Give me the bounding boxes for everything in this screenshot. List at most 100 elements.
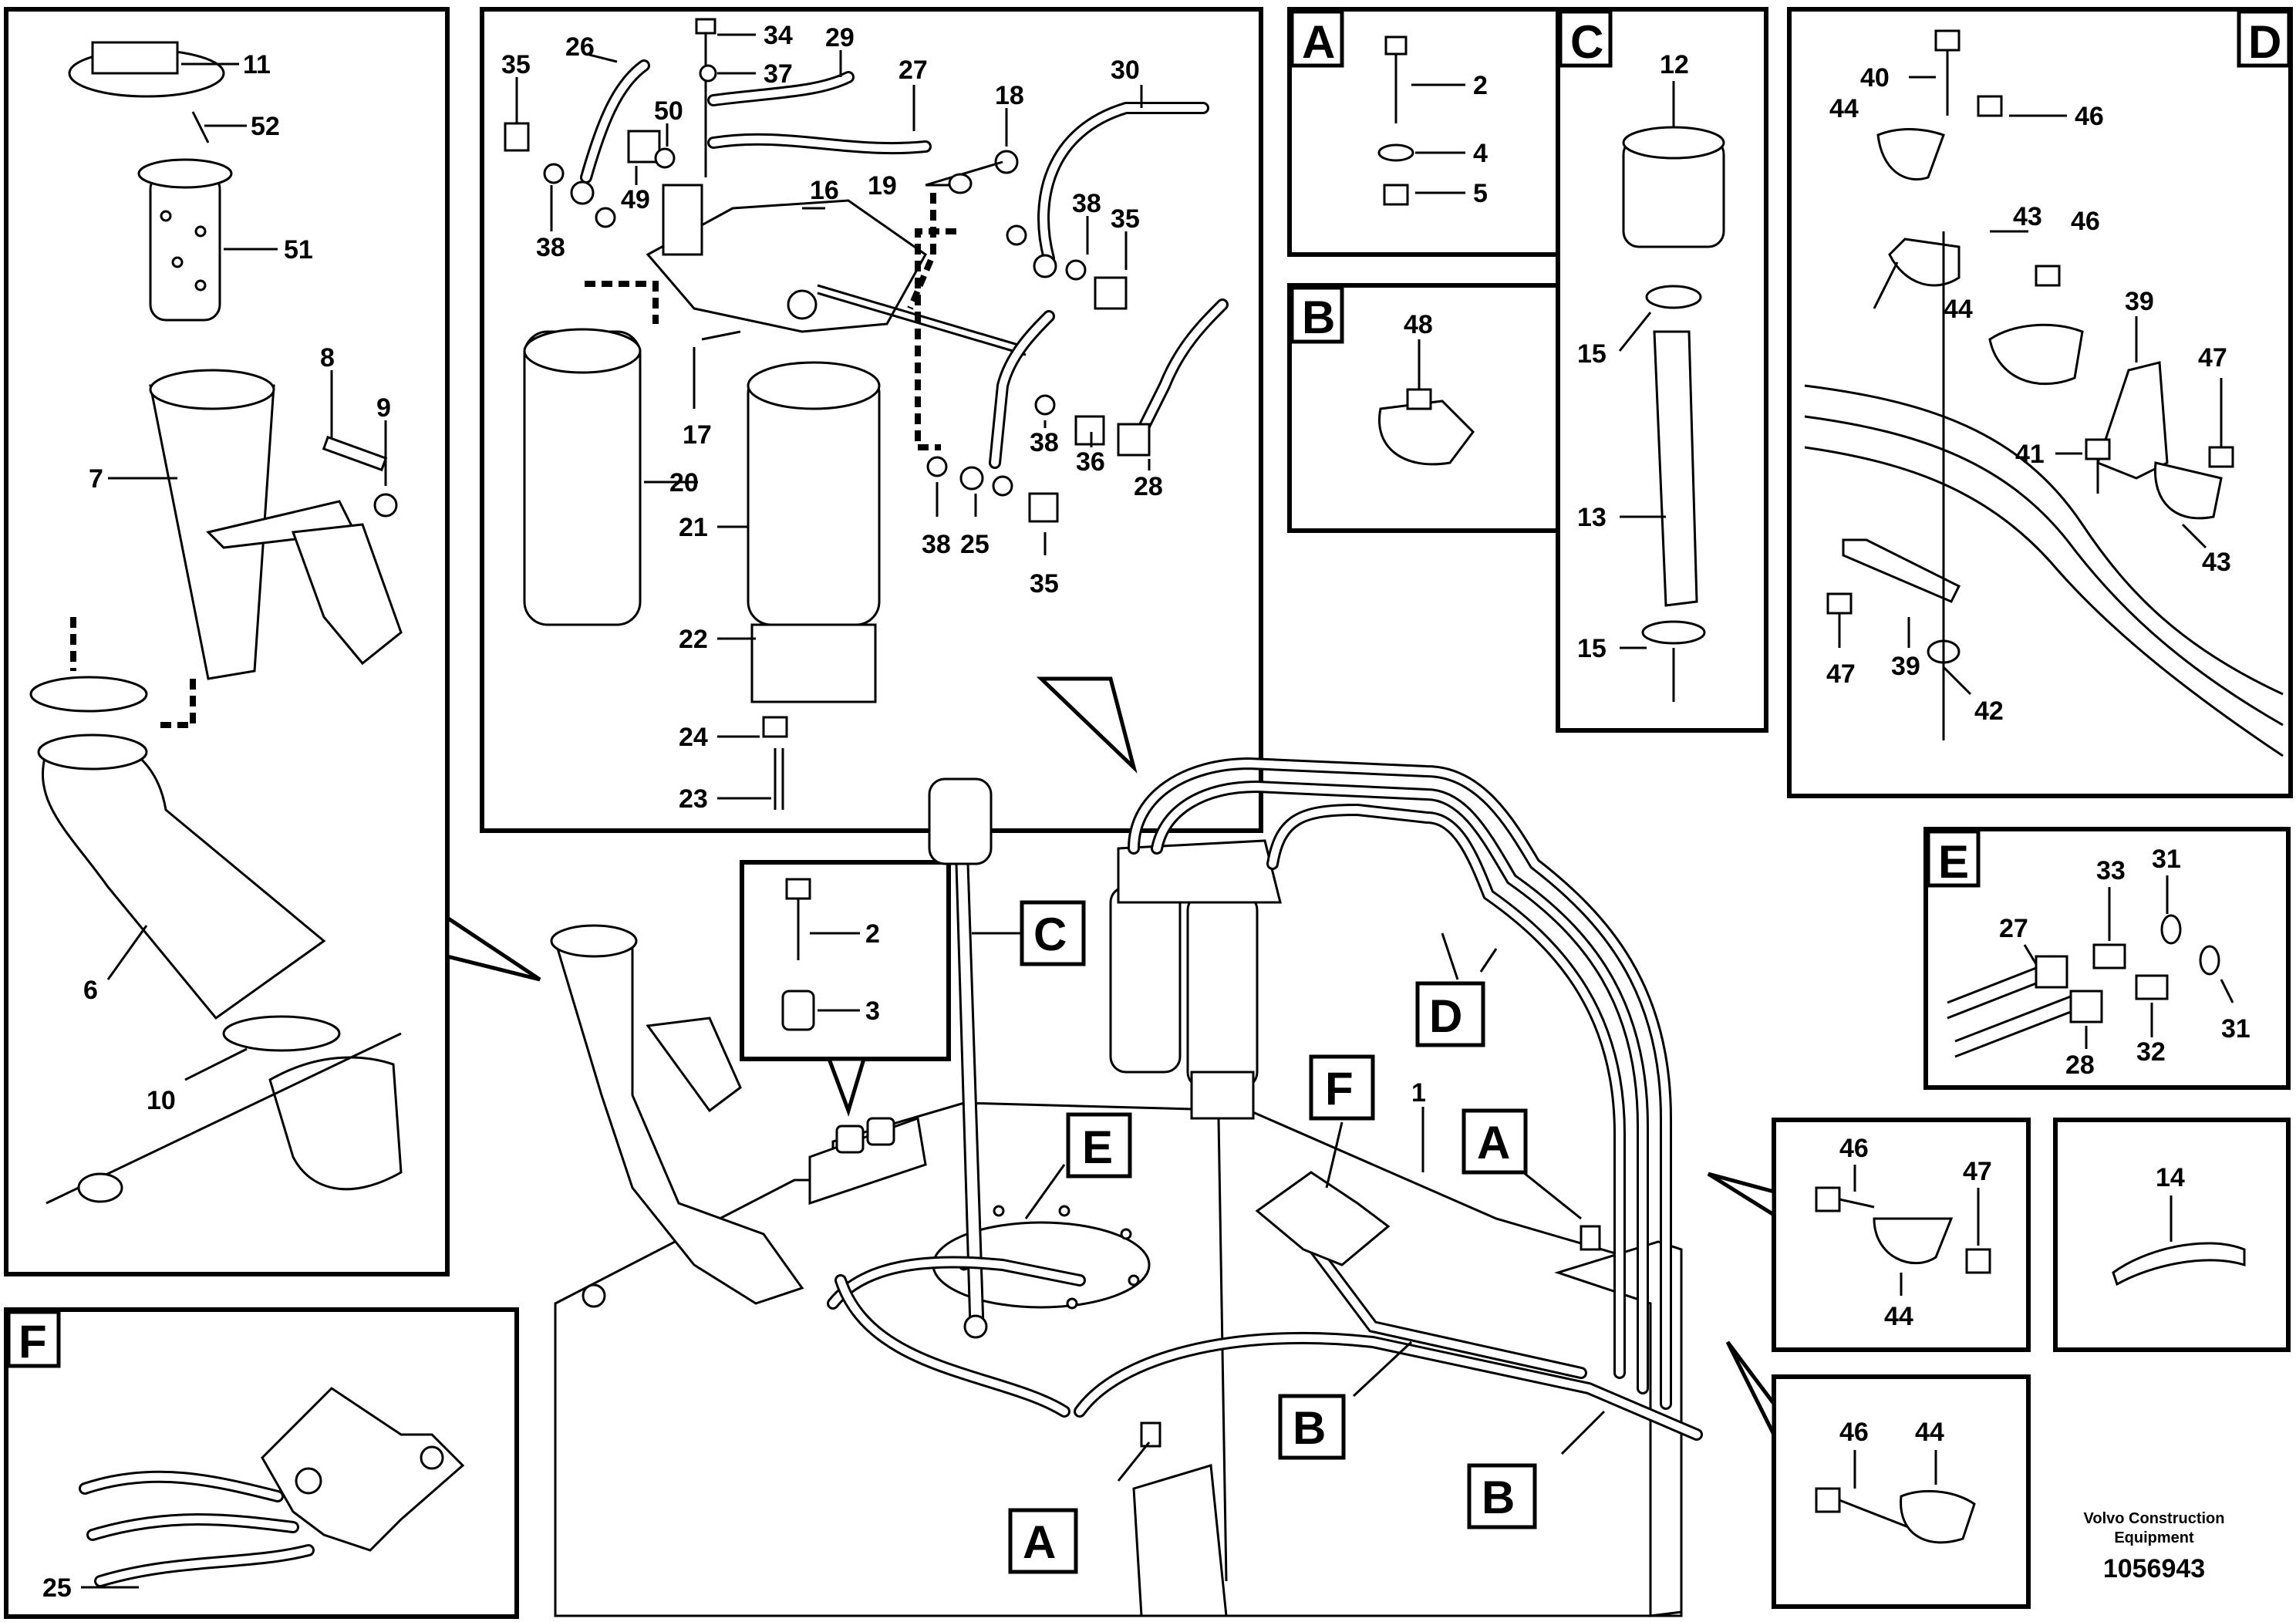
- panel-A: A 2 4 5: [1287, 7, 1589, 257]
- panel-D: D 40 44 46 43 46 44 39 47 41 43: [1787, 7, 2293, 798]
- part-40: 40: [1860, 63, 1890, 93]
- part-48: 48: [1404, 310, 1433, 339]
- brand-line-1: Volvo Construction: [2084, 1510, 2225, 1527]
- part-2a: 2: [1473, 71, 1488, 100]
- panel-B: B 48: [1287, 283, 1589, 533]
- part-24: 24: [679, 723, 708, 752]
- part-35c: 35: [1030, 569, 1059, 599]
- part-22: 22: [679, 625, 708, 654]
- part-28b: 28: [2065, 1050, 2095, 1080]
- part-35b: 35: [1111, 204, 1140, 234]
- brand-line-2: Equipment: [2114, 1529, 2194, 1546]
- part-25a: 25: [960, 530, 990, 559]
- part-29: 29: [825, 23, 855, 52]
- part-3: 3: [865, 996, 880, 1026]
- part-43a: 43: [2013, 202, 2042, 231]
- part-44c: 44: [1884, 1302, 1913, 1331]
- part-49: 49: [621, 185, 650, 214]
- panel-clip-bottom: 46 44: [1725, 1340, 2031, 1609]
- part-46c: 46: [2071, 207, 2100, 236]
- part-44b: 44: [1944, 295, 1973, 324]
- callout-D: D: [1429, 990, 1462, 1042]
- part-11: 11: [243, 50, 271, 79]
- panel-bolt-spacer: 2 3: [740, 860, 951, 1117]
- panel-F: F 25: [4, 1307, 519, 1619]
- part-38c: 38: [1030, 428, 1059, 457]
- part-44d: 44: [1915, 1418, 1944, 1447]
- part-30: 30: [1111, 56, 1140, 85]
- part-38b: 38: [1072, 189, 1101, 218]
- callout-F: F: [1325, 1063, 1354, 1114]
- part-15a: 15: [1577, 339, 1607, 369]
- part-51: 51: [284, 235, 313, 265]
- part-21: 21: [679, 513, 708, 542]
- callout-A1: A: [1477, 1117, 1510, 1168]
- panel-label-A: A: [1302, 16, 1335, 68]
- panel-label-C: C: [1570, 16, 1603, 68]
- callout-B1: B: [1293, 1402, 1326, 1454]
- part-25b: 25: [42, 1573, 72, 1603]
- part-35a: 35: [501, 50, 531, 79]
- part-42: 42: [1974, 696, 2004, 726]
- part-41: 41: [2015, 440, 2045, 469]
- part-23: 23: [679, 784, 708, 814]
- part-8: 8: [320, 343, 335, 373]
- part-28a: 28: [1134, 472, 1163, 501]
- part-33: 33: [2096, 856, 2126, 885]
- callout-A2: A: [1023, 1516, 1056, 1568]
- part-17: 17: [683, 420, 712, 450]
- part-15b: 15: [1577, 634, 1607, 663]
- part-5: 5: [1473, 179, 1488, 208]
- filler-neck-panel: 11 52 51 7 8 9 6: [4, 7, 541, 1276]
- part-2b: 2: [865, 919, 880, 949]
- part-6: 6: [83, 976, 98, 1005]
- callout-B2: B: [1482, 1472, 1515, 1523]
- panel-label-D: D: [2248, 16, 2281, 68]
- part-38d: 38: [922, 530, 951, 559]
- callout-E: E: [1082, 1121, 1113, 1173]
- part-46e: 46: [1839, 1418, 1869, 1447]
- part-7: 7: [89, 464, 103, 494]
- part-37: 37: [764, 59, 793, 89]
- part-14: 14: [2156, 1163, 2185, 1192]
- main-callouts: C E D F A A B B: [972, 900, 1606, 1574]
- panel-label-B: B: [1302, 292, 1335, 343]
- part-38a: 38: [536, 233, 565, 262]
- panel-E: E 27 33 31 28 32 31: [1923, 827, 2291, 1090]
- part-46b: 46: [2075, 102, 2104, 131]
- footer: Volvo Construction Equipment 1056943: [2084, 1510, 2225, 1583]
- part-18: 18: [995, 81, 1024, 110]
- part-47b: 47: [1826, 659, 1856, 689]
- part-52: 52: [251, 112, 280, 141]
- main-assembly: 1: [550, 757, 1703, 1617]
- panel-label-E: E: [1938, 836, 1969, 888]
- drawing-number: 1056943: [2103, 1554, 2205, 1583]
- panel-clip-mid: 46 47 44: [1707, 1118, 2031, 1352]
- filter-panel: 20 21 22 24 23 17 16 26: [480, 7, 1263, 833]
- part-39b: 39: [1891, 652, 1920, 681]
- part-34: 34: [764, 21, 793, 50]
- part-31b: 31: [2221, 1014, 2250, 1044]
- panel-tie-strap: 14: [2053, 1118, 2291, 1352]
- part-44a: 44: [1829, 94, 1859, 123]
- part-4: 4: [1473, 139, 1488, 168]
- part-10: 10: [147, 1086, 176, 1115]
- part-27b: 27: [1999, 914, 2028, 943]
- part-50: 50: [654, 96, 683, 126]
- callout-C: C: [1033, 909, 1067, 960]
- part-31a: 31: [2152, 845, 2181, 874]
- part-16: 16: [810, 176, 839, 205]
- part-46d: 46: [1839, 1134, 1869, 1163]
- panel-C: C 12 15 13 15: [1556, 7, 1768, 733]
- part-47c: 47: [1963, 1157, 1992, 1186]
- part-9: 9: [376, 393, 391, 423]
- part-19: 19: [868, 171, 897, 201]
- part-39a: 39: [2125, 287, 2154, 316]
- part-27a: 27: [899, 56, 928, 85]
- part-13: 13: [1577, 503, 1607, 532]
- part-36: 36: [1076, 447, 1105, 477]
- part-43b: 43: [2202, 548, 2231, 577]
- panel-label-F: F: [19, 1316, 47, 1367]
- part-12: 12: [1660, 50, 1689, 79]
